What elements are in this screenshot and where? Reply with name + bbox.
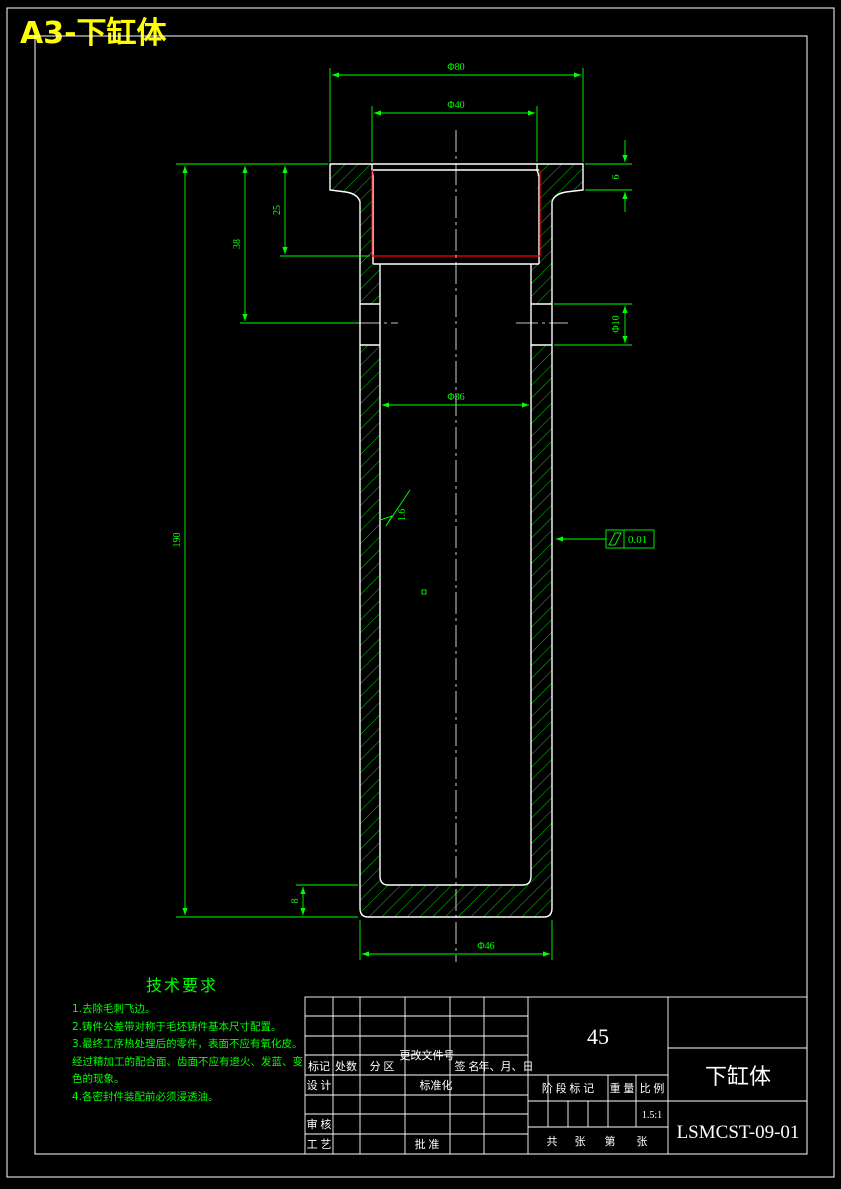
tb-scale: 1.5:1 — [642, 1110, 662, 1121]
dim-top-inner: Φ40 — [447, 100, 464, 111]
part-outline — [329, 163, 584, 918]
hatched-sections — [330, 164, 583, 917]
tb-zone: 分 区 — [370, 1060, 395, 1073]
tb-weight: 重 量 — [610, 1081, 635, 1095]
tech-req-item: 色的现象。 — [72, 1073, 125, 1085]
tb-sheet-unit2: 张 — [637, 1135, 648, 1148]
tb-review: 审 核 — [307, 1117, 332, 1131]
dim-hole: Φ10 — [611, 315, 622, 332]
sheet-title: A3-下缸体 — [20, 16, 167, 51]
dimension-lines — [176, 68, 632, 960]
tech-req-item: 1.去除毛刺飞边。 — [72, 1003, 156, 1015]
center-lines — [358, 130, 568, 962]
tb-sheet-no: 第 — [605, 1134, 616, 1148]
dim-total-height: 190 — [172, 533, 183, 548]
tb-material: 45 — [587, 1024, 609, 1049]
dim-depth-38: 38 — [232, 239, 243, 249]
dim-bore: Φ36 — [447, 392, 464, 403]
dim-top-outer: Φ80 — [447, 62, 464, 73]
tb-date: 年、月、日 — [479, 1059, 534, 1073]
tech-req-item: 2.铸件公差带对称于毛坯铸件基本尺寸配置。 — [72, 1020, 282, 1033]
dim-bottom: 8 — [290, 899, 301, 904]
tb-signature: 签 名 — [455, 1059, 480, 1073]
dim-flange: 6 — [611, 175, 622, 180]
tb-change-doc: 更改文件号 — [400, 1048, 455, 1062]
tb-sheets-total: 共 — [547, 1135, 558, 1148]
tb-ratio: 比 例 — [640, 1081, 665, 1095]
tb-mark: 标记 — [308, 1059, 330, 1073]
tb-part-name: 下缸体 — [705, 1064, 771, 1089]
tb-stage-mark: 阶 段 标 记 — [542, 1081, 594, 1095]
tech-req-item: 3.最终工序热处理后的零件，表面不应有氧化皮。 — [72, 1038, 303, 1050]
tech-requirements-list: 1.去除毛刺飞边。 2.铸件公差带对称于毛坯铸件基本尺寸配置。 3.最终工序热处… — [72, 1001, 303, 1106]
tech-req-item: 经过精加工的配合面、齿面不应有退火、发蓝、变 — [72, 1055, 303, 1068]
roughness-value: 1.6 — [397, 509, 408, 522]
tb-drawing-no: LSMCST-09-01 — [677, 1122, 800, 1143]
tb-standardize: 标准化 — [420, 1078, 453, 1092]
tb-count: 处数 — [335, 1060, 357, 1073]
tolerance-value: 0.01 — [628, 534, 647, 546]
tech-requirements-title: 技术要求 — [146, 976, 219, 995]
tb-sheets-unit: 张 — [575, 1135, 586, 1148]
outer-border — [6, 7, 835, 1178]
tech-req-item: 4.各密封件装配前必须浸透油。 — [72, 1090, 219, 1103]
dim-depth-25: 25 — [272, 205, 283, 215]
dim-outer-body: Φ46 — [477, 941, 494, 952]
tb-design: 设 计 — [307, 1079, 332, 1092]
tolerance-frame: 0.01 — [605, 529, 655, 549]
tb-process: 工 艺 — [307, 1138, 332, 1151]
title-block — [304, 996, 808, 1155]
tb-approve: 批 准 — [415, 1137, 440, 1151]
